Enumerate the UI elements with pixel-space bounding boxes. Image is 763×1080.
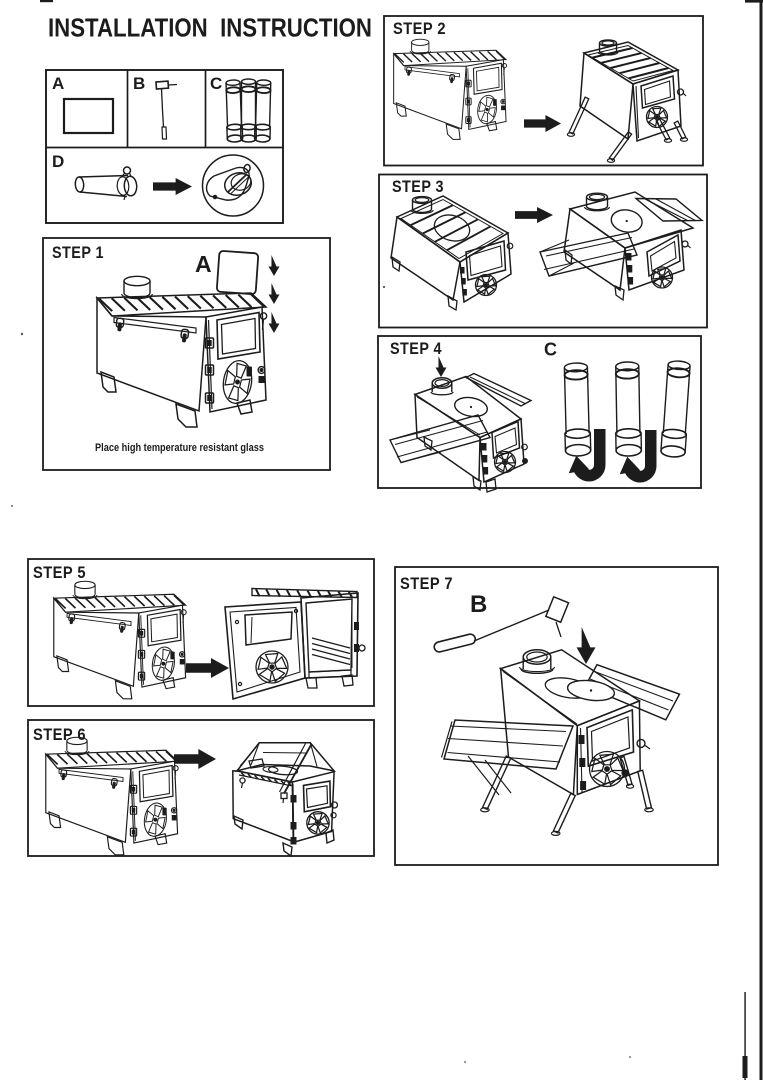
- svg-text:STEP 3: STEP 3: [392, 178, 444, 196]
- svg-text:Place high temperature resista: Place high temperature resistant glass: [95, 442, 264, 454]
- svg-text:STEP 2: STEP 2: [393, 20, 446, 38]
- svg-text:INSTALLATION INSTRUCTION: INSTALLATION INSTRUCTION: [48, 13, 372, 43]
- svg-text:C: C: [544, 340, 558, 360]
- svg-text:STEP 6: STEP 6: [33, 726, 86, 744]
- svg-text:STEP 5: STEP 5: [33, 564, 86, 582]
- svg-text:B: B: [470, 591, 487, 618]
- svg-text:B: B: [133, 74, 146, 93]
- svg-text:A: A: [52, 74, 65, 93]
- svg-text:A: A: [195, 251, 212, 277]
- svg-text:STEP 1: STEP 1: [52, 244, 104, 262]
- svg-text:D: D: [52, 152, 65, 171]
- svg-text:C: C: [210, 74, 223, 93]
- svg-text:STEP 7: STEP 7: [400, 575, 453, 593]
- svg-text:STEP 4: STEP 4: [390, 340, 442, 358]
